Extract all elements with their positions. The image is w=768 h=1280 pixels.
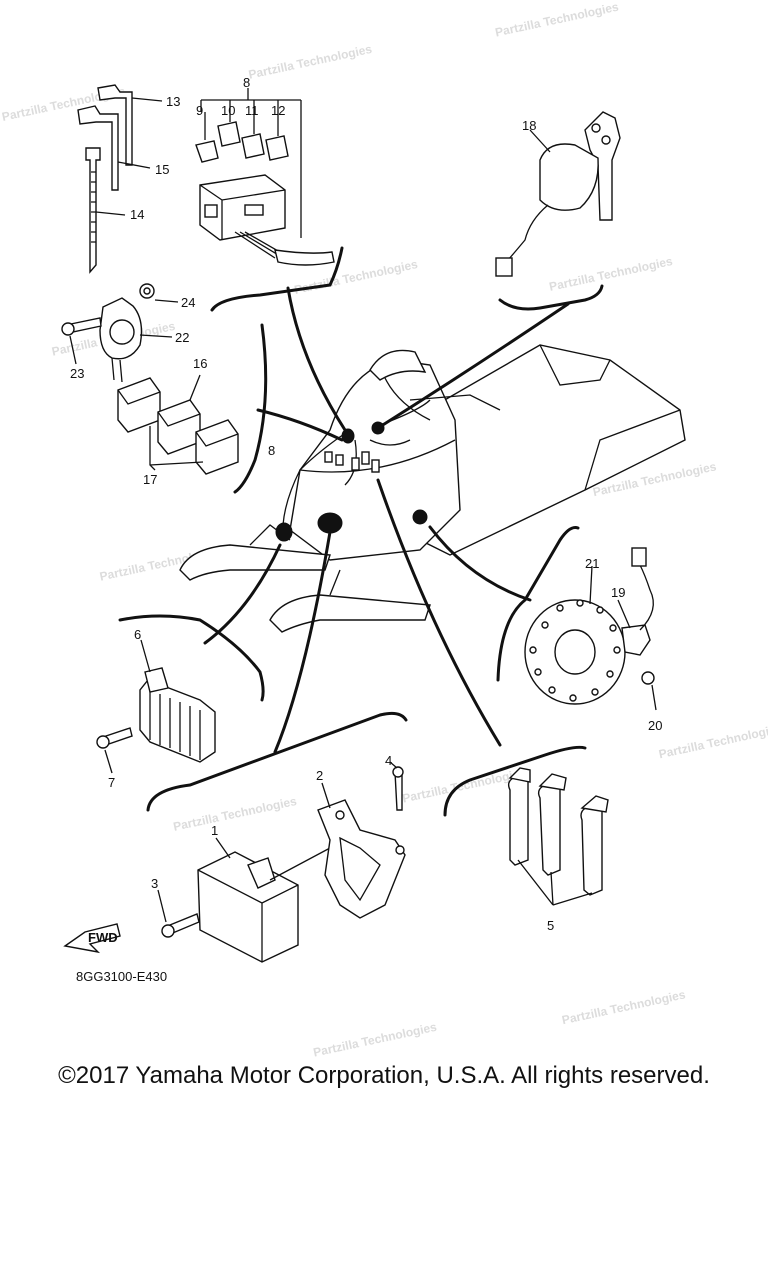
rectifier-regulator-6 xyxy=(139,679,216,763)
copyright-notice: ©2017 Yamaha Motor Corporation, U.S.A. A… xyxy=(58,1062,710,1089)
callout-9: 9 xyxy=(196,103,203,118)
bracket-2 xyxy=(317,799,406,919)
watermark: Partzilla Technologies xyxy=(561,987,687,1027)
ignition-coil-c xyxy=(580,795,609,896)
relay-16 xyxy=(157,399,201,455)
snowmobile-tunnel xyxy=(409,344,686,556)
rectifier-mount xyxy=(275,522,293,542)
callout-4: 4 xyxy=(385,753,392,768)
watermark: Partzilla Technologies xyxy=(548,254,674,294)
snowmobile xyxy=(179,344,686,633)
cable-ties-group xyxy=(77,84,163,274)
callout-19: 19 xyxy=(611,585,625,600)
callout-22: 22 xyxy=(175,330,189,345)
relay-group xyxy=(117,374,239,475)
clamp-15 xyxy=(77,105,119,191)
callout-12: 12 xyxy=(271,103,285,118)
callout-15: 15 xyxy=(155,162,169,177)
ignition-coil-b xyxy=(537,773,567,876)
callout-14: 14 xyxy=(130,207,144,222)
watermark: Partzilla Technologies xyxy=(657,721,768,761)
fuse-11 xyxy=(241,133,265,159)
fuse-box-group xyxy=(195,88,335,266)
fuse-10 xyxy=(217,121,241,147)
stator-mount xyxy=(412,509,428,525)
callout-1: 1 xyxy=(211,823,218,838)
fwd-label: FWD xyxy=(88,930,118,945)
cdi-unit-1 xyxy=(197,851,299,963)
main-switch-connector xyxy=(495,257,513,277)
callout-5: 5 xyxy=(547,918,554,933)
ignition-coil-a xyxy=(507,767,531,866)
callout-24: 24 xyxy=(181,295,195,310)
callout-23: 23 xyxy=(70,366,84,381)
callout-11: 11 xyxy=(245,103,259,118)
drawing-code: 8GG3100-E430 xyxy=(76,969,167,984)
callout-13: 13 xyxy=(166,94,180,109)
pickup-connector xyxy=(631,547,647,567)
callout-6: 6 xyxy=(134,627,141,642)
bolt-4 xyxy=(394,771,403,811)
pickup-coil-19 xyxy=(621,624,651,656)
harness-connectors xyxy=(324,451,380,473)
snowmobile-windshield xyxy=(369,349,427,381)
callout-16: 16 xyxy=(193,356,207,371)
bolt-20 xyxy=(641,671,655,685)
cable-tie-14 xyxy=(85,147,101,274)
relay-17-b xyxy=(195,419,239,475)
main-switch-group xyxy=(495,111,621,277)
watermark: Partzilla Technologies xyxy=(172,794,298,834)
cdi-group xyxy=(157,761,406,963)
fuse-9 xyxy=(195,140,219,163)
horn-group xyxy=(61,283,179,383)
forward-arrow: FWD xyxy=(63,923,121,954)
watermark: Partzilla Technologies xyxy=(247,42,373,82)
stator-group xyxy=(524,547,657,711)
main-switch-body xyxy=(539,143,599,211)
callout-8-body: 8 xyxy=(268,443,275,458)
callout-8-top: 8 xyxy=(243,75,250,90)
fuse-box xyxy=(199,174,335,266)
callout-2: 2 xyxy=(316,768,323,783)
clamp-13 xyxy=(97,84,133,166)
callout-7: 7 xyxy=(108,775,115,790)
right-ski xyxy=(269,594,431,633)
callout-18: 18 xyxy=(522,118,536,133)
callout-brackets xyxy=(118,246,604,817)
left-ski xyxy=(179,544,331,581)
ignition-coils-group xyxy=(507,767,609,906)
callout-17: 17 xyxy=(143,472,157,487)
watermark: Partzilla Technologies xyxy=(494,0,620,40)
cdi-mount xyxy=(317,512,343,534)
rectifier-group xyxy=(96,639,216,774)
stator-holes xyxy=(529,599,621,702)
watermark: Partzilla Technologies xyxy=(312,1020,438,1060)
callout-10: 10 xyxy=(221,103,235,118)
relay-17-a xyxy=(117,377,161,433)
callout-labels: 8 9 10 11 12 13 15 14 18 24 22 23 16 17 … xyxy=(70,75,662,933)
callout-21: 21 xyxy=(585,556,599,571)
callout-3: 3 xyxy=(151,876,158,891)
callout-20: 20 xyxy=(648,718,662,733)
fuse-12 xyxy=(265,135,289,161)
